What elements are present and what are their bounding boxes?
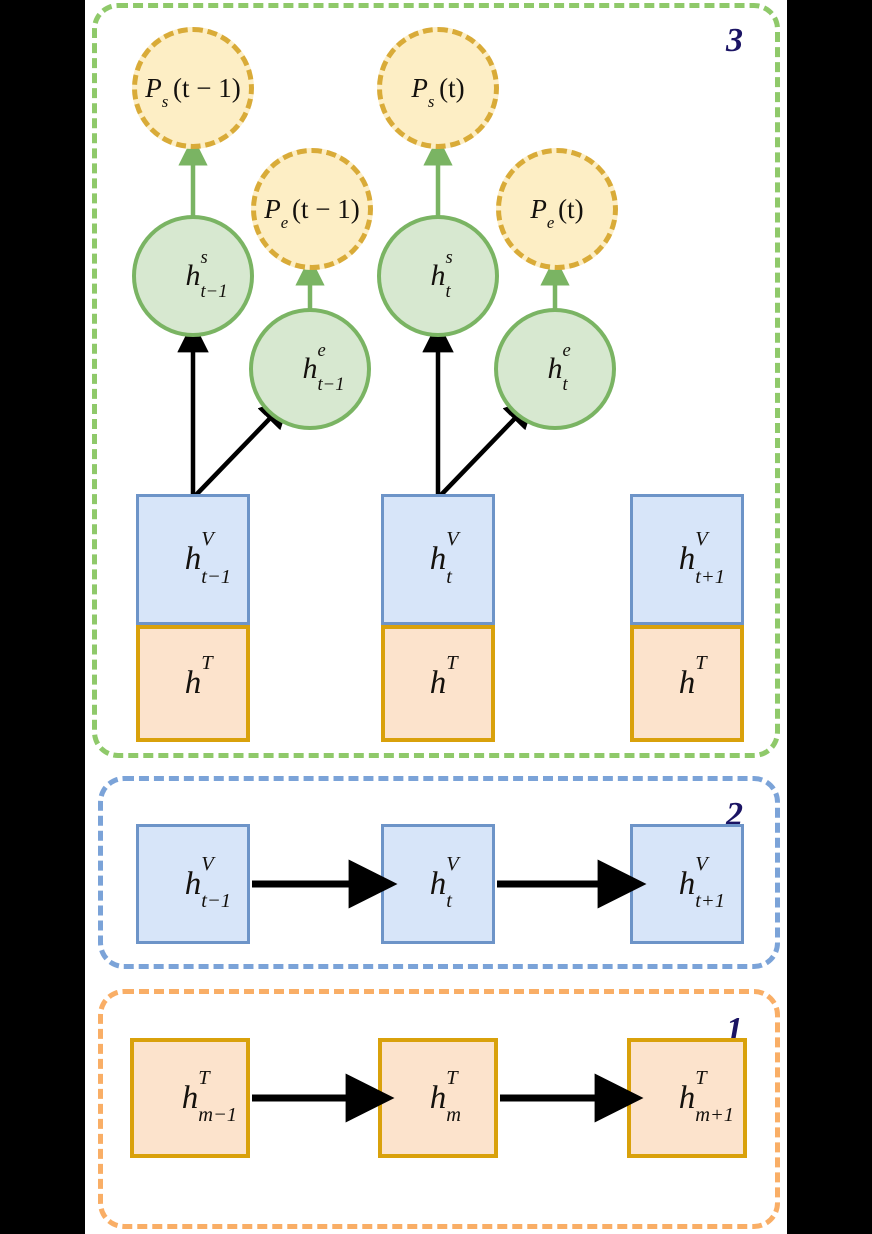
prob-arg: (t − 1) [173, 72, 241, 103]
box-base: h [181, 1079, 199, 1116]
hidden-base: h [430, 259, 446, 292]
box-sup: V [446, 852, 459, 875]
hidden-sub: t [445, 280, 451, 302]
box-base: h [678, 665, 696, 701]
hidden-sup: s [200, 247, 208, 269]
hidden-sub: t [562, 373, 568, 395]
box-sup: V [695, 852, 708, 875]
box-base: h [429, 1079, 447, 1116]
box-sup: T [695, 652, 707, 675]
box-sup: V [201, 852, 214, 875]
box-base: h [184, 665, 202, 701]
prob-arg: (t) [558, 193, 584, 224]
box-base: h [678, 541, 696, 577]
box-sub: m−1 [198, 1104, 238, 1127]
prob-arg: (t) [439, 72, 465, 103]
box-sub: m+1 [695, 1104, 735, 1127]
box-sup: T [695, 1066, 707, 1089]
box-sup: T [198, 1066, 210, 1089]
prob-sub: s [427, 92, 435, 112]
box-sup: V [446, 528, 459, 551]
layer-3-container [92, 3, 780, 758]
prob-sub: s [161, 92, 169, 112]
prob-base: P [411, 72, 428, 103]
box-base: h [678, 1079, 696, 1116]
box-sup: T [446, 1066, 458, 1089]
box-base: h [184, 541, 202, 577]
box-sub: t [446, 890, 452, 913]
box-sub: t−1 [201, 890, 231, 913]
layer-3-number: 3 [726, 22, 743, 59]
layer-1-container [98, 989, 780, 1229]
hidden-sup: e [317, 340, 326, 362]
box-base: h [429, 541, 447, 577]
prob-sub: e [546, 213, 555, 233]
hidden-sub: t−1 [200, 280, 228, 302]
box-sup: V [201, 528, 214, 551]
prob-arg: (t − 1) [292, 193, 360, 224]
box-sub: t+1 [695, 565, 725, 588]
box-base: h [678, 865, 696, 902]
box-base: h [184, 865, 202, 902]
hidden-base: h [547, 352, 563, 385]
hidden-sup: e [562, 340, 571, 362]
hidden-base: h [185, 259, 201, 292]
hidden-sub: t−1 [317, 373, 345, 395]
box-sub: t−1 [201, 565, 231, 588]
box-sup: T [201, 652, 213, 675]
hidden-sup: s [445, 247, 453, 269]
prob-sub: e [280, 213, 289, 233]
box-base: h [429, 665, 447, 701]
box-sub: m [446, 1104, 462, 1127]
prob-base: P [530, 193, 547, 224]
layer-2-container [98, 776, 780, 969]
prob-base: P [145, 72, 162, 103]
box-sub: t [446, 565, 452, 588]
box-sup: V [695, 528, 708, 551]
box-sup: T [446, 652, 458, 675]
box-base: h [429, 865, 447, 902]
box-sub: t+1 [695, 890, 725, 913]
hidden-base: h [302, 352, 318, 385]
layer-2-number: 2 [726, 796, 743, 833]
prob-base: P [264, 193, 281, 224]
